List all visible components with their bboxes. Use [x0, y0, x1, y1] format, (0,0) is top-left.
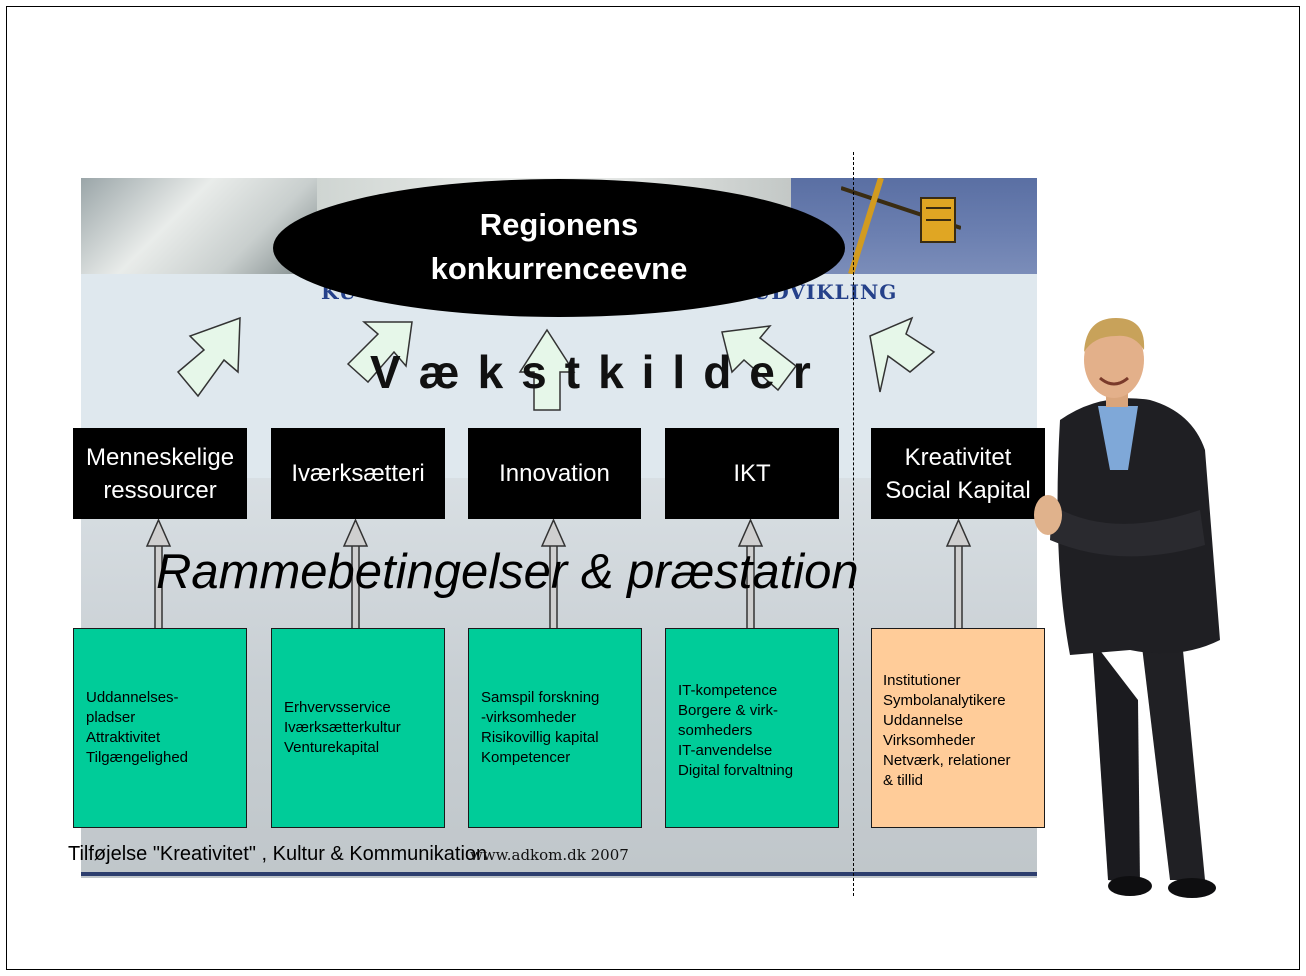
heading-vaekstkilder: Vækstkilder [370, 346, 829, 398]
condition-box-1: Uddannelses- pladser Attraktivitet Tilgæ… [73, 628, 247, 828]
growth-label-line1: Innovation [499, 460, 610, 487]
condition-text: Institutioner Symbolanalytikere Uddannel… [883, 672, 1011, 789]
bottom-rule [81, 872, 1037, 876]
title-line2: konkurrenceevne [430, 251, 688, 286]
growth-label-line2: Social Kapital [885, 476, 1031, 504]
title-line1: Regionens [479, 207, 639, 242]
crane-image [841, 178, 961, 274]
condition-box-5: Institutioner Symbolanalytikere Uddannel… [871, 628, 1045, 828]
growth-box-ivaerksaetteri: Iværksætteri [271, 428, 445, 519]
growth-label-line1: IKT [733, 460, 771, 487]
condition-text: IT-kompetence Borgere & virk- somheders … [678, 682, 794, 779]
page-frame [6, 6, 1300, 970]
condition-text: Samspil forskning -virksomheder Risikovi… [481, 689, 600, 766]
growth-box-innovation: Innovation [468, 428, 641, 519]
divider-dashed-line [853, 152, 854, 896]
growth-box-ikt: IKT [665, 428, 839, 519]
heading-rammebetingelser: Rammebetingelser & præstation [156, 545, 859, 599]
growth-label-line1: Menneskelige [85, 443, 235, 471]
growth-label-line1: Iværksætteri [291, 460, 425, 487]
title-oval: Regionens konkurrenceevne [273, 179, 845, 317]
growth-box-menneskelige: Menneskelige ressourcer [73, 428, 247, 519]
source-url: www.adkom.dk 2007 [470, 846, 629, 864]
condition-box-4: IT-kompetence Borgere & virk- somheders … [665, 628, 839, 828]
condition-text: Uddannelses- pladser Attraktivitet Tilgæ… [86, 689, 189, 766]
condition-text: Erhvervsservice Iværksætterkultur Ventur… [284, 699, 401, 756]
condition-box-3: Samspil forskning -virksomheder Risikovi… [468, 628, 642, 828]
footnote: Tilføjelse "Kreativitet" , Kultur & Komm… [68, 843, 488, 865]
condition-box-2: Erhvervsservice Iværksætterkultur Ventur… [271, 628, 445, 828]
growth-label-line1: Kreativitet [904, 443, 1012, 471]
growth-label-line2: ressourcer [103, 476, 217, 504]
